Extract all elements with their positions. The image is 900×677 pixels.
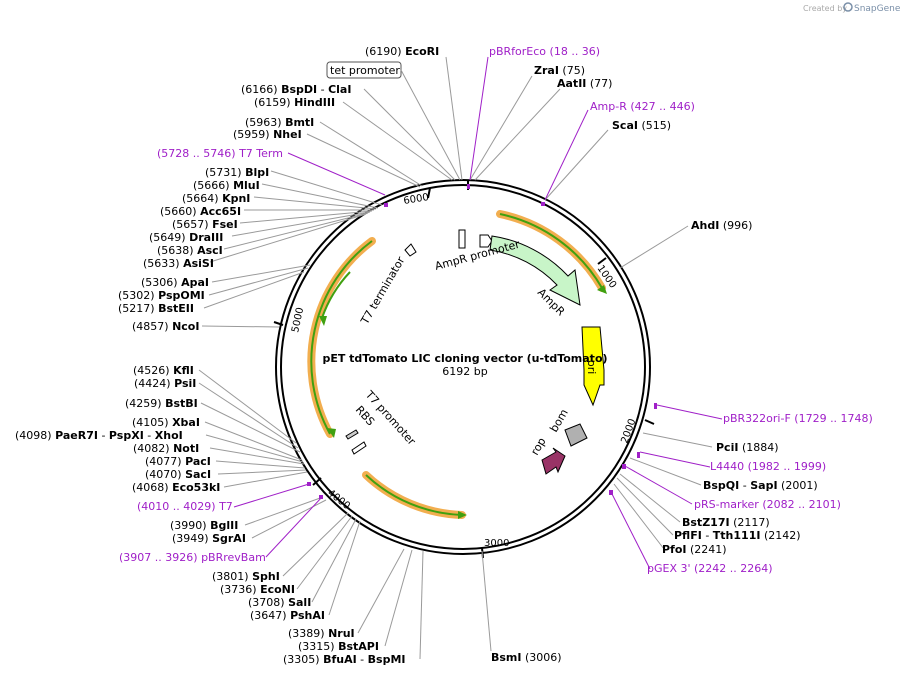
- site-econi[interactable]: (3736) EcoNI: [220, 583, 295, 596]
- primer-pbrforeco[interactable]: pBRforEco (18 .. 36): [489, 45, 600, 58]
- site-nrui[interactable]: (3389) NruI: [288, 627, 355, 640]
- ori-label: ori: [585, 360, 598, 374]
- site-blpi[interactable]: (5731) BlpI: [205, 166, 269, 179]
- ampr-promoter-shape: [479, 234, 493, 248]
- tet-promoter-label: tet promoter: [330, 64, 400, 77]
- site-ecori[interactable]: (6190) EcoRI: [365, 45, 439, 58]
- snapgene-logo-icon: [843, 2, 853, 12]
- site-pflfi-tth111i[interactable]: PflFI - Tth111I (2142): [674, 529, 801, 542]
- site-bglii[interactable]: (3990) BglII: [170, 519, 238, 532]
- orange-arc-bottom: [362, 471, 466, 519]
- site-aatii[interactable]: AatII (77): [557, 77, 612, 90]
- plasmid-size: 6192 bp: [442, 365, 487, 378]
- rop-arrow: [541, 447, 566, 475]
- tick-label-3000: 3000: [484, 538, 509, 549]
- arrow-left-lower: [327, 428, 336, 438]
- site-pcii[interactable]: PciI (1884): [716, 441, 779, 454]
- tick-label-4000: 4000: [325, 488, 352, 512]
- site-ahdi[interactable]: AhdI (996): [691, 219, 752, 232]
- site-bspdi-clai[interactable]: (6166) BspDI - ClaI: [241, 83, 351, 96]
- tick-label-6000: 6000: [403, 192, 430, 207]
- primer-leader-lines: [233, 56, 723, 570]
- rbs-box: [345, 429, 359, 440]
- rop-label: rop: [528, 435, 548, 457]
- site-bstz17i[interactable]: BstZ17I (2117): [682, 516, 770, 529]
- site-fsei[interactable]: (5657) FseI: [172, 218, 238, 231]
- green-arc-left-upper: [321, 271, 351, 319]
- site-bfuai-bspmi[interactable]: (3305) BfuAI - BspMI: [283, 653, 406, 666]
- site-bsteii[interactable]: (5217) BstEII: [118, 302, 194, 315]
- green-arc-bottom: [365, 474, 463, 516]
- site-acc65i[interactable]: (5660) Acc65I: [160, 205, 241, 218]
- site-pfoi[interactable]: PfoI (2241): [662, 543, 727, 556]
- t7-terminator-shape: [404, 243, 417, 257]
- site-sgrai[interactable]: (3949) SgrAI: [172, 532, 246, 545]
- primer-amp-r[interactable]: Amp-R (427 .. 446): [590, 100, 695, 113]
- site-paer7i-pspxi-xhoi[interactable]: (4098) PaeR7I - PspXI - XhoI: [15, 429, 183, 442]
- site-sali[interactable]: (3708) SalI: [248, 596, 311, 609]
- site-eco53ki[interactable]: (4068) Eco53kI: [132, 481, 220, 494]
- tick-label-5000: 5000: [290, 306, 306, 333]
- amp-small-box: [458, 229, 466, 249]
- backbone-outer-ring: [275, 179, 651, 555]
- site-draiii[interactable]: (5649) DraIII: [149, 231, 223, 244]
- created-by-text: Created by: [803, 4, 847, 13]
- green-arc-top-right: [499, 213, 603, 289]
- ori-arrow: [581, 326, 605, 407]
- site-paci[interactable]: (4077) PacI: [145, 455, 211, 468]
- green-arc-left: [310, 240, 373, 435]
- primer-pgex3[interactable]: pGEX 3' (2242 .. 2264): [647, 562, 773, 575]
- site-pshai[interactable]: (3647) PshAI: [250, 609, 325, 622]
- site-scai[interactable]: ScaI (515): [612, 119, 671, 132]
- snapgene-brand: SnapGene: [854, 4, 900, 14]
- site-bsmi[interactable]: BsmI (3006): [491, 651, 562, 664]
- site-apai[interactable]: (5306) ApaI: [141, 276, 209, 289]
- site-noti[interactable]: (4082) NotI: [133, 442, 199, 455]
- amp-promoter-label: AmpR promoter: [433, 238, 521, 273]
- site-bstbi[interactable]: (4259) BstBI: [125, 397, 198, 410]
- primer-prs-marker[interactable]: pRS-marker (2082 .. 2101): [694, 498, 841, 511]
- backbone-inner-ring: [280, 184, 646, 550]
- site-asci[interactable]: (5638) AscI: [157, 244, 223, 257]
- arrow-top-right: [597, 285, 607, 294]
- site-labels: (6190) EcoRI ZraI (75) AatII (77) ScaI (…: [15, 45, 818, 666]
- site-kpni[interactable]: (5664) KpnI: [182, 192, 250, 205]
- primer-t7[interactable]: (4010 .. 4029) T7: [137, 500, 233, 513]
- site-bstapi[interactable]: (3315) BstAPI: [298, 640, 379, 653]
- primer-labels: pBRforEco (18 .. 36) Amp-R (427 .. 446) …: [119, 45, 873, 575]
- site-kfli[interactable]: (4526) KflI: [133, 364, 194, 377]
- site-mlui[interactable]: (5666) MluI: [193, 179, 260, 192]
- site-xbai[interactable]: (4105) XbaI: [132, 416, 200, 429]
- site-sphi[interactable]: (3801) SphI: [212, 570, 280, 583]
- site-bmti[interactable]: (5963) BmtI: [245, 116, 314, 129]
- primer-markers: [307, 184, 657, 499]
- site-ncoi[interactable]: (4857) NcoI: [132, 320, 199, 333]
- site-bspqi-sapi[interactable]: BspQI - SapI (2001): [703, 479, 818, 492]
- site-zrai[interactable]: ZraI (75): [534, 64, 585, 77]
- plasmid-name: pET tdTomato LIC cloning vector (u-tdTom…: [322, 352, 607, 365]
- primer-pbr322ori-f[interactable]: pBR322ori-F (1729 .. 1748): [723, 412, 873, 425]
- t7-promoter-shape: [351, 441, 367, 455]
- arrow-bottom: [458, 511, 467, 519]
- leader-lines: [198, 56, 713, 660]
- site-asisi[interactable]: (5633) AsiSI: [143, 257, 214, 270]
- site-nhei[interactable]: (5959) NheI: [233, 128, 302, 141]
- ampr-arrow: [489, 235, 581, 306]
- site-hindiii[interactable]: (6159) HindIII: [254, 96, 335, 109]
- site-psii[interactable]: (4424) PsiI: [134, 377, 196, 390]
- primer-t7-term[interactable]: (5728 .. 5746) T7 Term: [157, 147, 283, 160]
- site-pspomi[interactable]: (5302) PspOMI: [118, 289, 205, 302]
- primer-l4440[interactable]: L4440 (1982 .. 1999): [710, 460, 826, 473]
- site-saci[interactable]: (4070) SacI: [145, 468, 211, 481]
- primer-pbrrevbam[interactable]: (3907 .. 3926) pBRrevBam: [119, 551, 266, 564]
- t7-terminator-label: T7 terminator: [358, 254, 408, 327]
- arrow-left-upper: [319, 316, 327, 326]
- bom-box: [564, 423, 588, 447]
